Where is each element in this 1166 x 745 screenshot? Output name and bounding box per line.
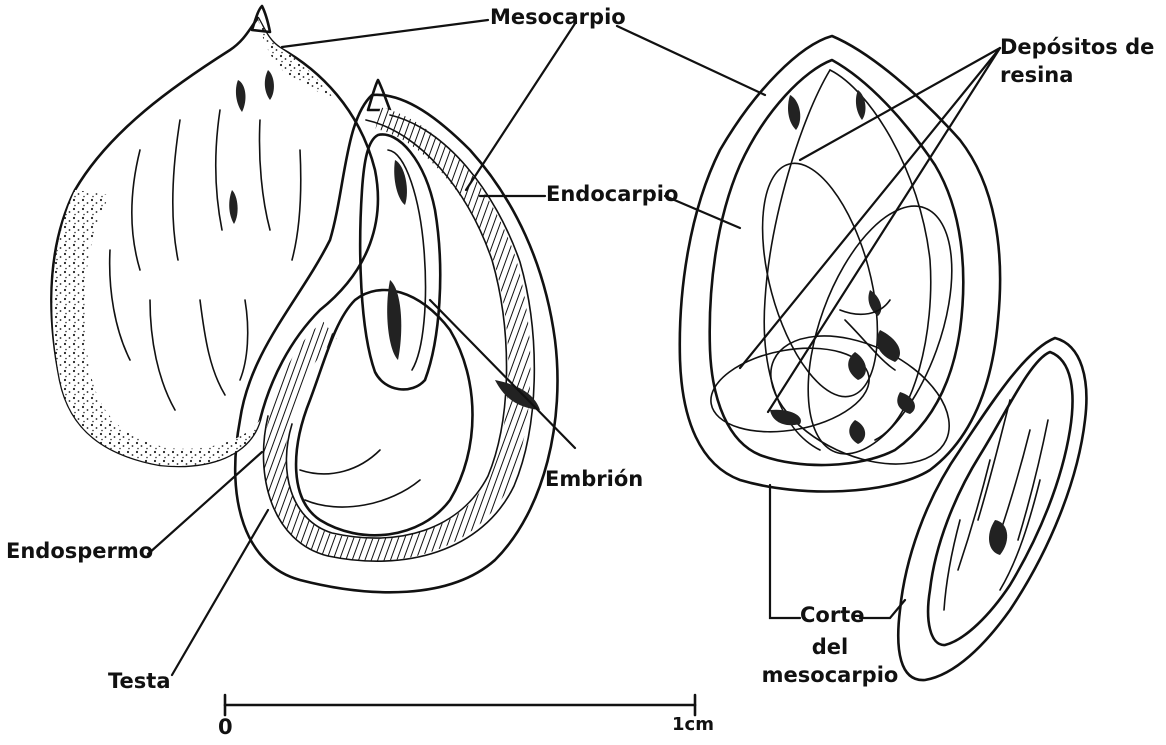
label-endospermo: Endospermo: [6, 540, 153, 562]
scale-end-label: 1cm: [672, 716, 714, 735]
label-corte-line1: Corte: [800, 604, 860, 626]
cut-fruit: [680, 36, 1000, 491]
scale-bar: [225, 695, 695, 715]
leader-lines: [148, 20, 1000, 675]
label-embrion: Embrión: [545, 468, 643, 490]
label-endocarpio: Endocarpio: [546, 183, 678, 205]
label-mesocarpio: Mesocarpio: [490, 6, 626, 28]
label-testa: Testa: [108, 670, 171, 692]
sectioned-seed: [235, 80, 557, 592]
whole-fruit: [51, 6, 378, 466]
scale-start-label: 0: [218, 716, 233, 738]
mesocarp-slice: [898, 338, 1086, 680]
label-depositos-line2: resina: [1000, 64, 1073, 86]
label-depositos-line1: Depósitos de: [1000, 36, 1154, 58]
label-corte-line2: del: [800, 636, 860, 658]
label-corte-line3: mesocarpio: [760, 664, 900, 686]
